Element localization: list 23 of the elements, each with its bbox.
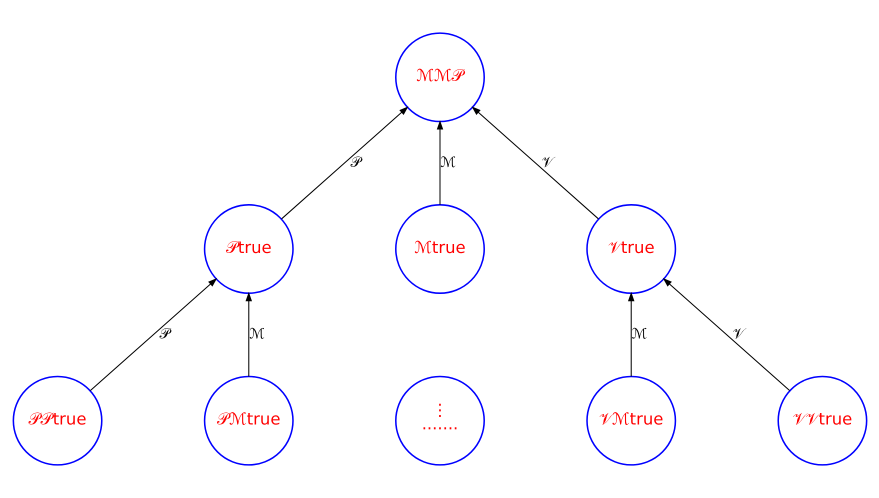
arrow bbox=[471, 106, 598, 220]
node-circle: 𝒫𝒫true bbox=[12, 376, 102, 466]
node-circle: ℳtrue bbox=[394, 204, 484, 294]
node-circle: ⋮ ······· bbox=[394, 376, 484, 466]
node-circle: 𝒱𝒱true bbox=[776, 376, 867, 466]
arrow bbox=[245, 292, 252, 376]
arrow bbox=[436, 120, 443, 205]
edge-label: 𝒱 bbox=[732, 326, 744, 343]
node-circle: 𝒫ℳtrue bbox=[203, 376, 294, 466]
edge-label: ℳ bbox=[631, 326, 647, 343]
edge-label: 𝒫 bbox=[350, 154, 360, 171]
edge-label: ℳ bbox=[440, 154, 456, 171]
arrow bbox=[280, 106, 408, 220]
node-circle: 𝒱true bbox=[586, 204, 676, 294]
arrow bbox=[627, 292, 634, 376]
edge-label: 𝒫 bbox=[158, 326, 169, 343]
node-circle: 𝒫true bbox=[203, 204, 294, 294]
node-circle: 𝒱ℳtrue bbox=[586, 376, 676, 466]
arrow bbox=[90, 278, 217, 391]
node-circle: ℳℳ𝒫 bbox=[394, 32, 484, 122]
edge-label: ℳ bbox=[248, 326, 264, 343]
edge-label: 𝒱 bbox=[540, 154, 553, 171]
arrow bbox=[662, 278, 790, 391]
